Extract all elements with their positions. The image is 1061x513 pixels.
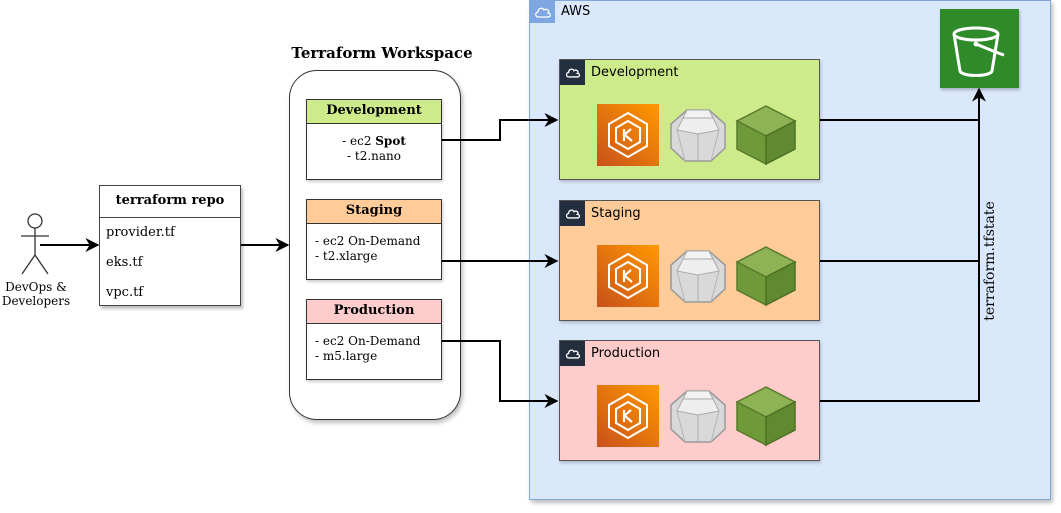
ec2-instance-icon [667, 385, 729, 447]
tfstate-label: terraform.tfstate [982, 201, 998, 321]
env-spec: - ec2 On-Demand - m5.large [315, 334, 421, 363]
workspace-env-staging: Staging - ec2 On-Demand - t2.xlarge [306, 199, 442, 280]
env-title: Development [307, 100, 441, 124]
eks-icon [597, 385, 659, 447]
group-label: Production [591, 346, 661, 361]
eks-icon [597, 245, 659, 307]
aws-group-staging: Staging [559, 200, 820, 321]
workspace-env-development: Development - ec2 Spot - t2.nano [306, 99, 442, 180]
repo-file: provider.tf [106, 225, 175, 240]
aws-group-development: Development [559, 59, 820, 180]
env-title: Staging [307, 200, 441, 224]
env-title: Production [307, 300, 441, 324]
s3-bucket-icon [940, 9, 1019, 88]
env-spec: - ec2 Spot - t2.nano [342, 134, 406, 163]
group-cloud-icon [560, 341, 585, 366]
person-icon [21, 213, 49, 275]
group-cloud-icon [560, 60, 585, 85]
aws-cloud-icon [530, 1, 555, 23]
aws-label: AWS [561, 4, 591, 19]
eks-icon [597, 104, 659, 166]
ec2-instance-icon [667, 104, 729, 166]
group-label: Staging [591, 206, 641, 221]
group-label: Development [591, 65, 679, 80]
group-cloud-icon [560, 201, 585, 226]
repo-title: terraform repo [100, 186, 240, 218]
resource-cube-icon [735, 385, 797, 447]
env-spec: - ec2 On-Demand - t2.xlarge [315, 234, 421, 263]
terraform-repo-box: terraform repo provider.tf eks.tf vpc.tf [99, 185, 241, 306]
workspace-env-production: Production - ec2 On-Demand - m5.large [306, 299, 442, 380]
repo-file: vpc.tf [106, 285, 144, 300]
aws-group-production: Production [559, 340, 820, 461]
repo-file: eks.tf [106, 255, 143, 270]
resource-cube-icon [735, 104, 797, 166]
ec2-instance-icon [667, 245, 729, 307]
workspace-title: Terraform Workspace [291, 44, 473, 62]
resource-cube-icon [735, 245, 797, 307]
actor-label: DevOps & Developers [1, 280, 71, 308]
